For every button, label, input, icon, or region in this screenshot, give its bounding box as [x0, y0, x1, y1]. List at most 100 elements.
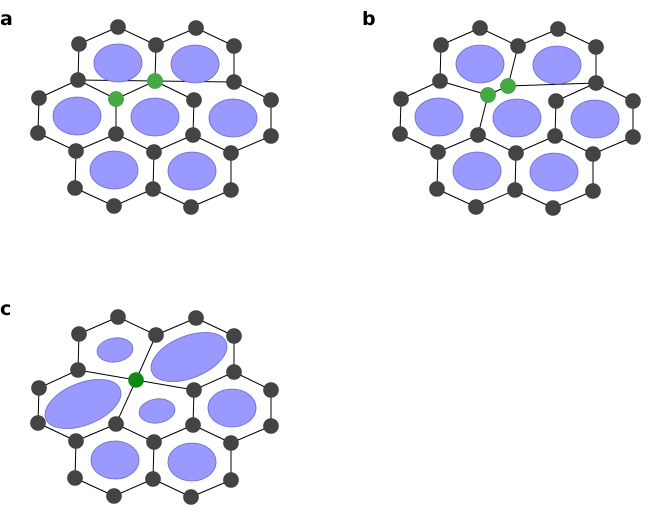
carbon-atom: [226, 364, 242, 380]
carbon-atom: [145, 181, 161, 197]
orbital-lobe: [208, 98, 258, 138]
carbon-atom: [30, 415, 46, 431]
carbon-atom: [548, 93, 564, 109]
orbital-lobe: [90, 440, 140, 480]
carbon-atom: [468, 199, 484, 215]
carbon-atom: [547, 128, 563, 144]
carbon-atom: [429, 181, 445, 197]
carbon-atom: [183, 489, 199, 505]
panel-label-a: a: [0, 8, 13, 30]
carbon-atom: [508, 145, 524, 161]
carbon-atom: [71, 326, 87, 342]
carbon-atom: [393, 91, 409, 107]
carbon-atom: [510, 38, 526, 54]
dopant-atom: [500, 78, 516, 94]
carbon-atom: [146, 144, 162, 160]
carbon-atom: [31, 90, 47, 106]
dopant-atom: [128, 372, 144, 388]
orbital-lobe: [492, 98, 542, 138]
carbon-atom: [472, 20, 488, 36]
bond: [135, 379, 195, 391]
orbital-lobe: [414, 97, 464, 137]
carbon-atom: [223, 472, 239, 488]
carbon-atom: [588, 75, 604, 91]
carbon-atom: [106, 198, 122, 214]
carbon-atom: [392, 126, 408, 142]
carbon-atom: [625, 93, 641, 109]
carbon-atom: [188, 310, 204, 326]
orbital-lobe: [89, 150, 139, 190]
carbon-atom: [106, 488, 122, 504]
carbon-atom: [263, 92, 279, 108]
orbital-lobe: [167, 151, 217, 191]
orbital-lobe: [93, 43, 143, 83]
carbon-atom: [625, 129, 641, 145]
dopant-atom: [108, 91, 124, 107]
carbon-atom: [430, 144, 446, 160]
bond: [507, 82, 597, 87]
orbital-lobe: [150, 332, 228, 382]
bond: [135, 334, 157, 381]
orbital-lobe: [44, 379, 122, 429]
carbon-atom: [226, 74, 242, 90]
orbital-lobe: [167, 442, 217, 482]
dopant-atom: [147, 73, 163, 89]
dopant-atom: [480, 87, 496, 103]
carbon-atom: [68, 143, 84, 159]
carbon-atom: [71, 36, 87, 52]
carbon-atom: [223, 182, 239, 198]
carbon-atom: [550, 21, 566, 37]
carbon-atom: [110, 309, 126, 325]
carbon-atom: [145, 471, 161, 487]
carbon-atom: [263, 128, 279, 144]
carbon-atom: [226, 328, 242, 344]
carbon-atom: [226, 38, 242, 54]
carbon-atom: [186, 382, 202, 398]
carbon-atom: [263, 382, 279, 398]
carbon-atom: [223, 145, 239, 161]
carbon-atom: [67, 180, 83, 196]
carbon-atom: [507, 182, 523, 198]
bond: [439, 80, 489, 96]
carbon-atom: [30, 125, 46, 141]
carbon-atom: [545, 200, 561, 216]
carbon-atom: [585, 146, 601, 162]
orbital-lobe: [130, 97, 180, 137]
orbital-lobe: [52, 96, 102, 136]
carbon-atom: [223, 435, 239, 451]
carbon-atom: [588, 39, 604, 55]
carbon-atom: [110, 19, 126, 35]
carbon-atom: [188, 20, 204, 36]
orbital-lobe: [138, 398, 176, 424]
orbital-lobe: [207, 388, 257, 428]
carbon-atom: [470, 127, 486, 143]
orbital-lobe: [452, 151, 502, 191]
carbon-atom: [433, 37, 449, 53]
carbon-atom: [68, 433, 84, 449]
carbon-atom: [70, 362, 86, 378]
carbon-atom: [146, 434, 162, 450]
orbital-lobe: [532, 45, 582, 85]
carbon-atom: [585, 183, 601, 199]
carbon-atom: [67, 470, 83, 486]
orbital-lobe: [529, 152, 579, 192]
carbon-atom: [186, 92, 202, 108]
carbon-atom: [70, 72, 86, 88]
orbital-lobe: [170, 44, 220, 84]
bond: [115, 379, 137, 425]
orbital-lobe: [96, 337, 134, 363]
panel-label-c: c: [0, 298, 12, 320]
carbon-atom: [31, 380, 47, 396]
orbital-lobe: [570, 99, 620, 139]
bond: [77, 369, 137, 381]
carbon-atom: [183, 199, 199, 215]
carbon-atom: [432, 73, 448, 89]
carbon-atom: [185, 417, 201, 433]
carbon-atom: [148, 327, 164, 343]
carbon-atom: [108, 416, 124, 432]
carbon-atom: [263, 418, 279, 434]
carbon-atom: [108, 126, 124, 142]
carbon-atom: [148, 37, 164, 53]
panel-label-b: b: [362, 8, 376, 30]
